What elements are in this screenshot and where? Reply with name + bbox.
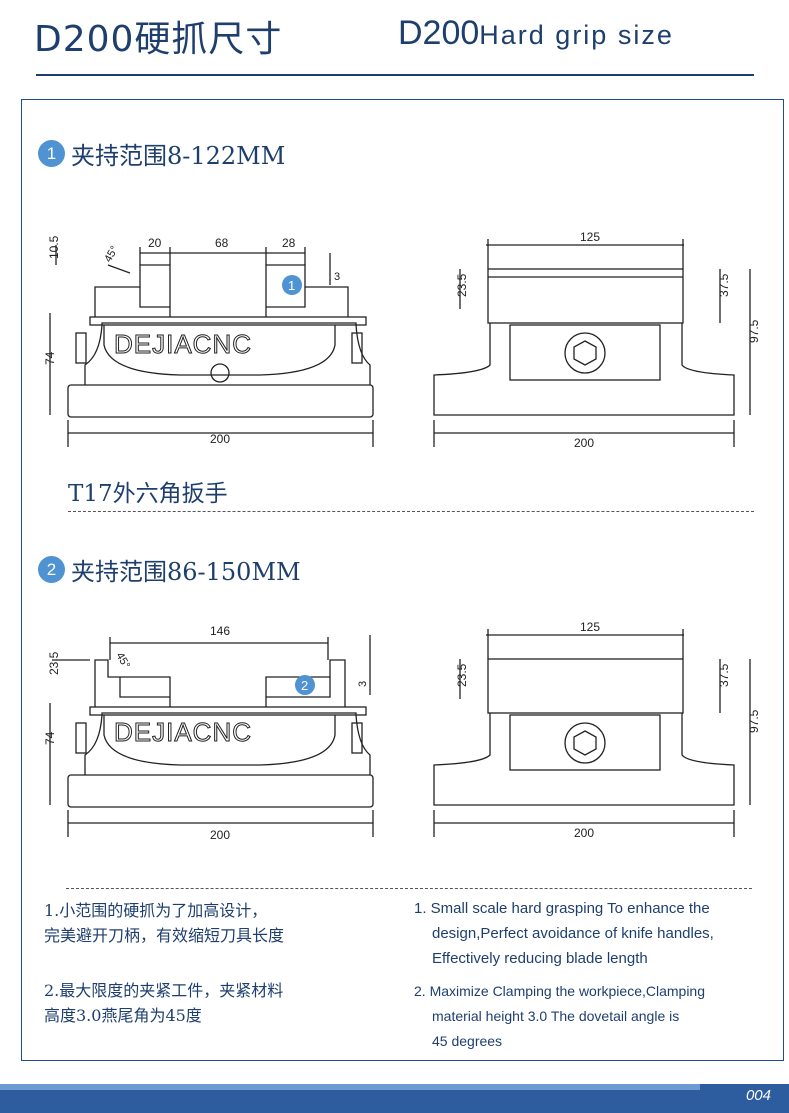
dim-jaw-20: 20: [148, 236, 162, 250]
side2-dim-125: 125: [580, 620, 600, 634]
dim2-jaw-23-5: 23.5: [47, 651, 61, 675]
section-1-front-view: 74 10.5 45° 20 68 28 3 200 DEJIACNC 1: [43, 235, 374, 447]
side2-dim-23-5: 23.5: [455, 663, 469, 687]
note-en-1-line2: design,Perfect avoidance of knife handle…: [432, 925, 714, 942]
wrench-label: T17外六角扳手: [68, 481, 228, 507]
dim-width-200: 200: [210, 432, 230, 446]
side1-dim-125: 125: [580, 230, 600, 244]
dim-10-5: 10.5: [47, 235, 61, 259]
section-2-front-view: 74 23.5 45° 146 3 200 DEJIACNC 2: [43, 624, 374, 842]
note-en-1: 1. Small scale hard grasping To enhance …: [414, 896, 714, 971]
brand-logo-2: DEJIACNC: [114, 717, 252, 747]
footer-accent: [0, 1084, 700, 1090]
note-cn-2: 2.最大限度的夹紧工件，夹紧材料 高度3.0燕尾角为45度: [44, 978, 283, 1028]
dim2-height-74: 74: [43, 731, 57, 745]
title-underline: [36, 74, 754, 76]
title-en-text: Hard grip size: [479, 20, 674, 50]
section-1-title: 夹持范围8-122MM: [71, 142, 286, 170]
section-2-side-view: 125 23.5 37.5 97.5 200: [433, 620, 761, 840]
dim-jaw-28: 28: [282, 236, 296, 250]
section-2-heading: 2 夹持范围86-150MM: [38, 552, 301, 587]
callout-1-badge: [282, 275, 302, 295]
section-1-number: 1: [38, 140, 65, 167]
dim-angle-45: 45°: [102, 244, 121, 264]
note-cn-2-line2: 高度3.0燕尾角为45度: [44, 1006, 202, 1025]
section-1-side-view: 125 23.5 37.5 97.5 200: [433, 230, 761, 450]
note-cn-1-line1: 1.小范围的硬抓为了加高设计，: [44, 901, 268, 920]
dim2-angle-45: 45°: [113, 651, 132, 671]
page-title-cn: D200硬抓尺寸: [34, 19, 283, 60]
side2-dim-97-5: 97.5: [747, 709, 761, 733]
side1-dim-37-5: 37.5: [717, 273, 731, 297]
section-1-heading: 1 夹持范围8-122MM: [38, 136, 285, 171]
section-2-number: 2: [38, 556, 65, 583]
note-en-2-line2: material height 3.0 The dovetail angle i…: [432, 1008, 680, 1024]
side1-dim-23-5: 23.5: [455, 273, 469, 297]
note-en-2-line3: 45 degrees: [432, 1033, 503, 1049]
note-en-1-line3: Effectively reducing blade length: [432, 950, 648, 967]
section-2-title: 夹持范围86-150MM: [71, 558, 301, 586]
dim-gap-68: 68: [215, 236, 229, 250]
callout-2-number: 2: [301, 678, 308, 693]
divider-1: [68, 511, 754, 512]
page-title-en: D200Hard grip size: [398, 14, 674, 53]
callout-1-number: 1: [288, 278, 295, 293]
dim2-width-200: 200: [210, 828, 230, 842]
dim2-step-3: 3: [357, 681, 369, 687]
note-cn-2-line1: 2.最大限度的夹紧工件，夹紧材料: [44, 981, 284, 1000]
dim-step-3: 3: [334, 271, 340, 283]
note-cn-1: 1.小范围的硬抓为了加高设计， 完美避开刀柄，有效缩短刀具长度: [44, 898, 284, 948]
note-en-2: 2. Maximize Clamping the workpiece,Clamp…: [414, 979, 705, 1054]
side1-dim-97-5: 97.5: [747, 319, 761, 343]
side2-dim-37-5: 37.5: [717, 663, 731, 687]
note-cn-1-line2: 完美避开刀柄，有效缩短刀具长度: [44, 926, 285, 945]
callout-2-badge: [295, 675, 315, 695]
side1-dim-200: 200: [574, 436, 594, 450]
content-frame: [21, 99, 784, 1061]
note-en-2-line1: 2. Maximize Clamping the workpiece,Clamp…: [414, 983, 706, 999]
dim2-span-146: 146: [210, 624, 230, 638]
divider-2: [66, 888, 752, 889]
page-number: 004: [745, 1087, 771, 1104]
note-en-1-line1: 1. Small scale hard grasping To enhance …: [414, 900, 710, 917]
title-model: D200: [398, 14, 480, 52]
brand-logo: DEJIACNC: [114, 329, 252, 359]
dim-height-74: 74: [43, 351, 57, 365]
side2-dim-200: 200: [574, 826, 594, 840]
